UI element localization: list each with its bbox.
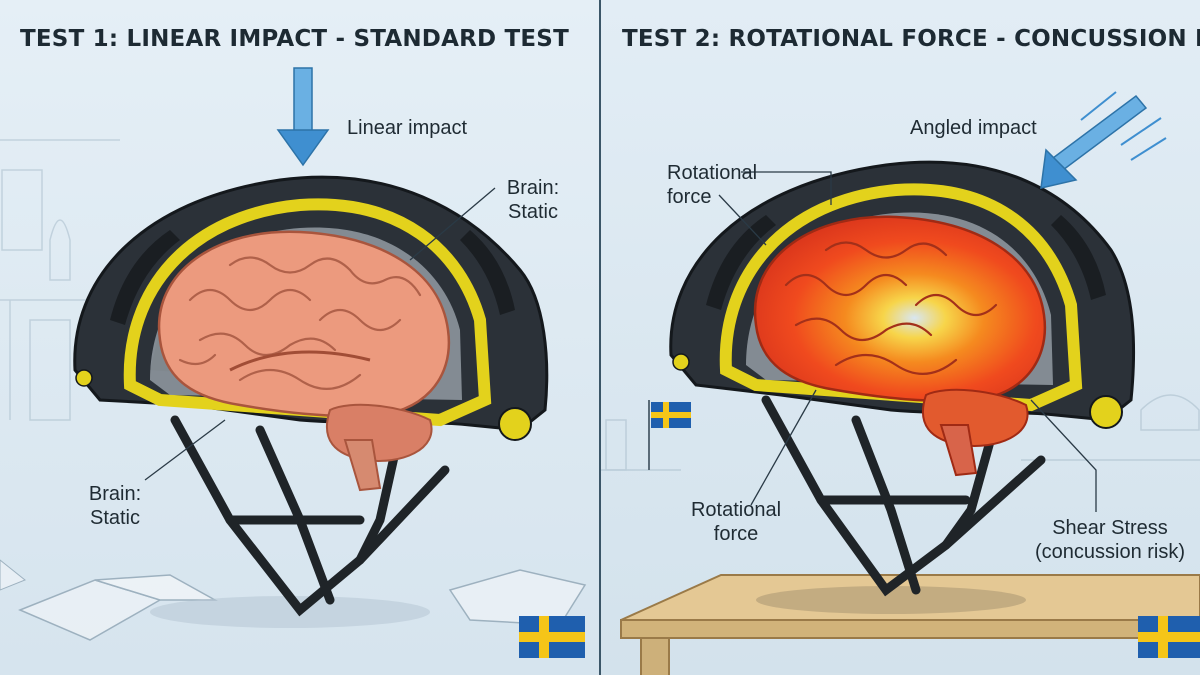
brain-static-label-top-line2: Static	[507, 201, 559, 223]
panel-linear-impact: TEST 1: LINEAR IMPACT - STANDARD TEST Li…	[0, 0, 599, 675]
small-swedish-flag	[648, 400, 691, 470]
rotational-force-label-bottom-line1: Rotational	[690, 499, 782, 521]
rotational-force-label-bottom: Rotational force	[681, 498, 791, 546]
helmet-straps-right	[761, 395, 1046, 597]
table	[620, 574, 1200, 675]
diagonal-arrow-icon	[1040, 91, 1167, 189]
rotational-force-illustration	[601, 91, 1200, 675]
shear-stress-label: Shear Stress (concussion risk)	[1025, 516, 1195, 564]
rotational-force-label-top-line1: Rotational	[667, 162, 758, 184]
book-right-left-panel	[448, 569, 587, 626]
helmet-yellow-liner-right	[719, 183, 1083, 412]
brain-static-label-top: Brain: Static	[498, 176, 568, 224]
rotational-force-label-bottom-line2: force	[713, 523, 759, 545]
lab-background-right	[601, 394, 1200, 471]
panel-title-left: TEST 1: LINEAR IMPACT - STANDARD TEST	[20, 26, 569, 52]
swedish-flag-icon	[519, 616, 585, 658]
brain-static-label-top-line1: Brain:	[506, 177, 560, 199]
shear-stress-label-line2: (concussion risk)	[1034, 541, 1186, 563]
angled-impact-label: Angled impact	[910, 117, 1037, 139]
linear-impact-label: Linear impact	[347, 117, 468, 139]
panel-divider	[599, 0, 601, 675]
book-left	[0, 559, 218, 641]
panel-rotational-force: TEST 2: ROTATIONAL FORCE - CONCUSSION RI…	[601, 0, 1200, 675]
rotational-force-label-top-line2: force	[667, 186, 712, 208]
swedish-flag-icon-right	[1138, 616, 1200, 658]
brain-static	[157, 230, 451, 492]
rotational-force-label-top: Rotational force	[667, 161, 757, 209]
shear-stress-label-line1: Shear Stress	[1052, 517, 1168, 539]
brain-static-label-bottom-line1: Brain:	[88, 483, 142, 505]
brain-static-label-bottom-line2: Static	[89, 507, 141, 529]
linear-impact-illustration	[0, 67, 587, 641]
helmet-yellow-liner	[123, 198, 492, 427]
down-arrow-icon	[276, 67, 330, 167]
brain-rotational-stress	[753, 215, 1047, 477]
brain-static-label-bottom: Brain: Static	[80, 482, 150, 530]
panel-title-right: TEST 2: ROTATIONAL FORCE - CONCUSSION RI…	[622, 26, 1200, 52]
